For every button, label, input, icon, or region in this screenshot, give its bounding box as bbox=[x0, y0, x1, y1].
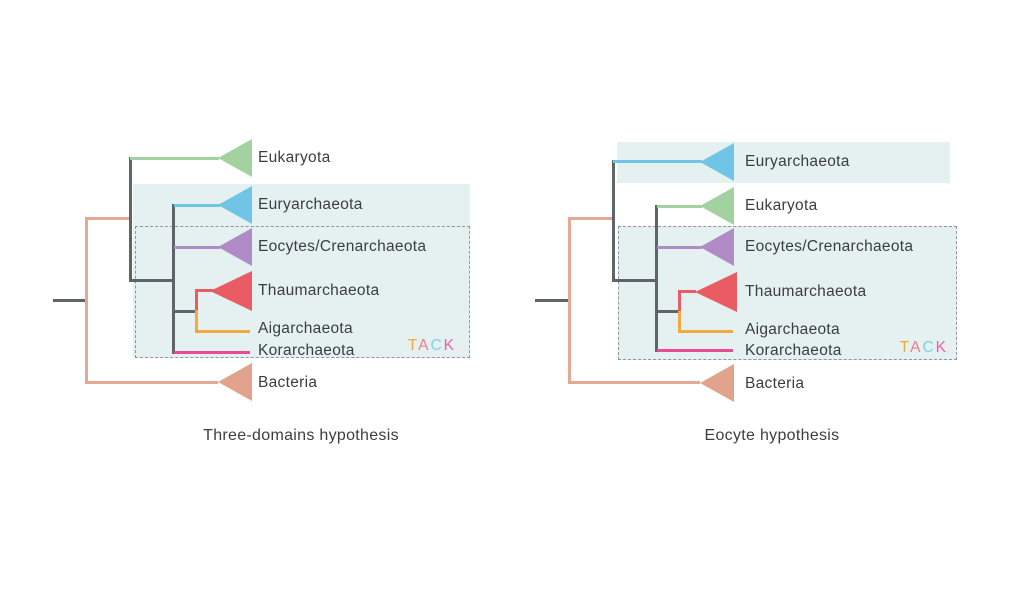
aigarchaeota-branch-line bbox=[678, 330, 733, 333]
archaea-eukaryote-stem-line bbox=[568, 217, 615, 220]
archaea-highlight-region bbox=[133, 184, 470, 358]
taxon-label-aigarchaeota: Aigarchaeota bbox=[745, 321, 840, 338]
thaumarchaeota-branch-line bbox=[197, 289, 213, 292]
eukaryota-branch-line bbox=[130, 157, 219, 160]
eukaryota-clade-triangle bbox=[218, 139, 252, 177]
eocytes-branch-line bbox=[174, 246, 220, 249]
bacteria-clade-triangle bbox=[700, 364, 734, 402]
eocytes-branch-line bbox=[657, 246, 702, 249]
taxon-label-korarchaeota: Korarchaeota bbox=[258, 342, 355, 359]
eukaryote-archaea-node-line bbox=[129, 157, 132, 282]
tack-letter-t: T bbox=[899, 339, 911, 356]
tack-letter-c: C bbox=[430, 337, 444, 354]
eukaryota-clade-triangle bbox=[700, 187, 734, 225]
root-branch-line bbox=[53, 299, 85, 302]
panel-caption: Three-domains hypothesis bbox=[203, 427, 399, 444]
korarchaeota-branch-line bbox=[174, 351, 250, 354]
basal-split-line bbox=[85, 217, 88, 383]
eocytes-clade-triangle bbox=[218, 228, 252, 266]
thaum-aig-stem-line bbox=[655, 310, 681, 313]
euryarchaeota-branch-line bbox=[613, 160, 702, 163]
taxon-label-bacteria: Bacteria bbox=[745, 375, 805, 392]
bacteria-branch-line bbox=[85, 381, 218, 384]
eocyte-node-line bbox=[655, 205, 658, 352]
taxon-label-aigarchaeota: Aigarchaeota bbox=[258, 320, 353, 337]
eocytes-clade-triangle bbox=[700, 228, 734, 266]
archaea-stem-line bbox=[129, 279, 175, 282]
euryarchaeota-branch-line bbox=[174, 204, 220, 207]
korarchaeota-branch-line bbox=[657, 349, 733, 352]
aigarchaeota-node-line bbox=[195, 310, 198, 333]
taxon-label-thaumarchaeota: Thaumarchaeota bbox=[258, 282, 380, 299]
taxon-label-eocytes: Eocytes/Crenarchaeota bbox=[258, 238, 427, 255]
tack-letter-a: A bbox=[910, 339, 923, 356]
taxon-label-thaumarchaeota: Thaumarchaeota bbox=[745, 283, 867, 300]
tack-letter-k: K bbox=[443, 337, 456, 354]
aigarchaeota-branch-line bbox=[195, 330, 250, 333]
taxon-label-eukaryota: Eukaryota bbox=[745, 197, 818, 214]
euryarchaeota-clade-triangle bbox=[218, 186, 252, 224]
tack-clade-label: TACK bbox=[404, 337, 456, 355]
taxon-label-eocytes: Eocytes/Crenarchaeota bbox=[745, 238, 914, 255]
tack-letter-c: C bbox=[922, 339, 936, 356]
taxon-label-eukaryota: Eukaryota bbox=[258, 149, 331, 166]
bacteria-branch-line bbox=[568, 381, 700, 384]
thaumarchaeota-node-line bbox=[678, 290, 681, 313]
thaumarchaeota-clade-triangle bbox=[695, 272, 737, 312]
aigarchaeota-node-line bbox=[678, 311, 681, 333]
thaumarchaeota-node-line bbox=[195, 289, 198, 312]
taxon-label-euryarchaeota: Euryarchaeota bbox=[258, 196, 363, 213]
eukaryota-branch-line bbox=[657, 205, 702, 208]
taxon-label-bacteria: Bacteria bbox=[258, 374, 318, 391]
tack-clade-label: TACK bbox=[896, 339, 948, 357]
taxon-label-korarchaeota: Korarchaeota bbox=[745, 342, 842, 359]
thaumarchaeota-clade-triangle bbox=[210, 271, 252, 311]
thaum-aig-stem-line bbox=[172, 310, 198, 313]
euryarchaeota-clade-triangle bbox=[700, 143, 734, 181]
taxon-label-euryarchaeota: Euryarchaeota bbox=[745, 153, 850, 170]
tack-clade-dashed-box bbox=[135, 226, 470, 358]
archaea-eukaryote-stem-line bbox=[85, 217, 132, 220]
panel-caption: Eocyte hypothesis bbox=[704, 427, 840, 444]
tack-letter-t: T bbox=[407, 337, 419, 354]
euryarchaeota-split-node-line bbox=[612, 160, 615, 282]
bacteria-clade-triangle bbox=[218, 363, 252, 401]
root-branch-line bbox=[535, 299, 568, 302]
tack-letter-a: A bbox=[418, 337, 431, 354]
thaumarchaeota-branch-line bbox=[680, 290, 696, 293]
eocyte-clade-stem-line bbox=[612, 279, 658, 282]
tack-letter-k: K bbox=[935, 339, 948, 356]
basal-split-line bbox=[568, 217, 571, 384]
archaea-node-line bbox=[172, 204, 175, 354]
